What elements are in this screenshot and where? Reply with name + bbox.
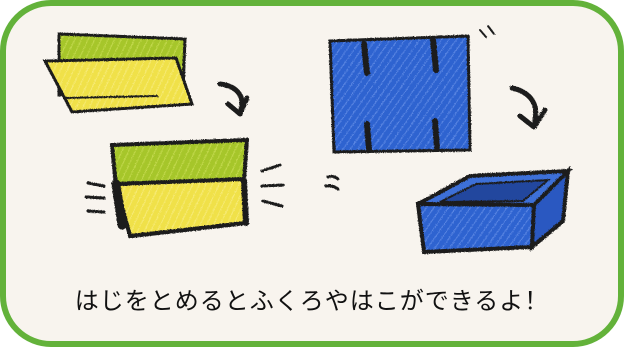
arrow-down-right-icon [217,81,250,117]
paper-box [415,165,574,255]
flat-paper-stack [42,32,195,114]
motion-marks-mid [324,174,340,191]
arrow-down-icon [509,85,548,130]
motion-marks-left [84,181,106,214]
flat-blue-sheet [328,34,472,154]
caption-text: はじをとめるとふくろやはこができるよ！ [74,286,550,315]
motion-marks-right [260,163,285,208]
motion-marks-top [479,25,495,38]
paper-pouch [109,137,250,239]
